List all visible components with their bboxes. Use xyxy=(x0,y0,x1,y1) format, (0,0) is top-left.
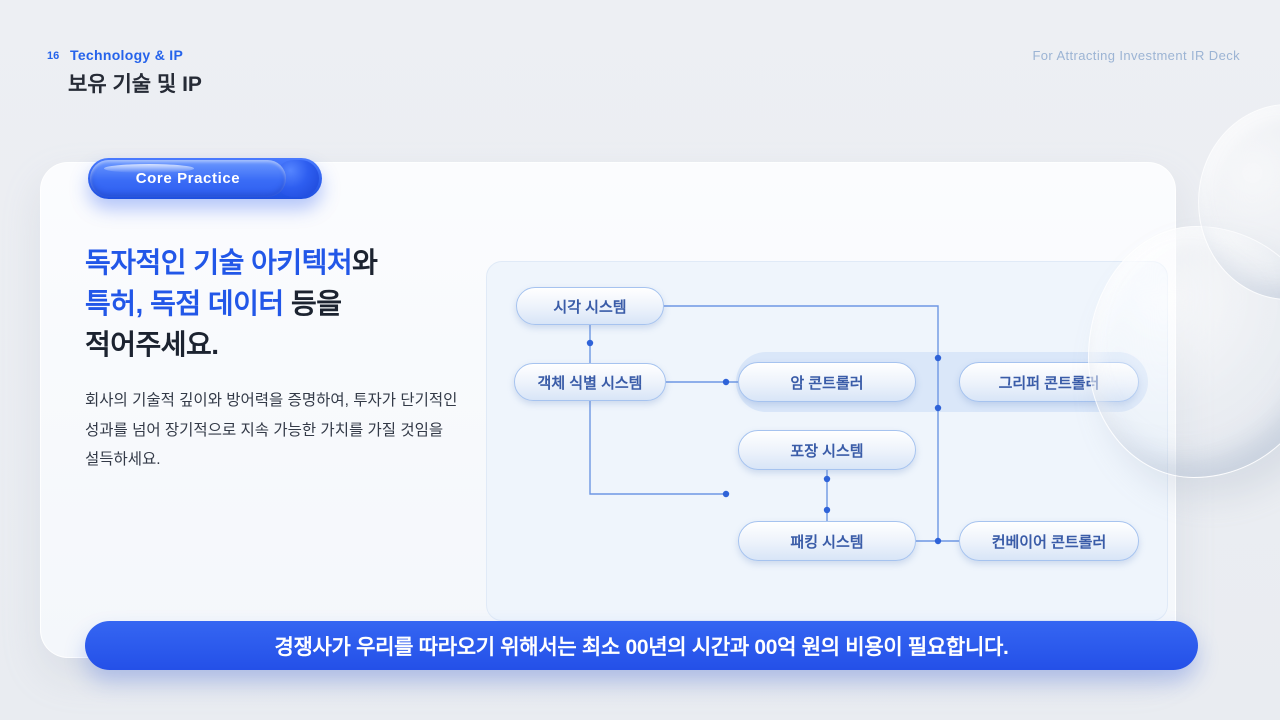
page-title: 보유 기술 및 IP xyxy=(68,73,202,96)
headline-rest-2: 등을 xyxy=(283,288,342,319)
node-packaging-system: 포장 시스템 xyxy=(738,430,916,470)
core-practice-badge: Core Practice xyxy=(88,158,322,199)
headline-rest-1: 와 xyxy=(352,247,378,278)
headline: 독자적인 기술 아키텍처와 특허, 독점 데이터 등을 적어주세요. xyxy=(85,242,378,365)
headline-line-2: 특허, 독점 데이터 등을 xyxy=(85,283,377,324)
section-eyebrow: Technology & IP xyxy=(70,47,184,63)
node-conveyor-controller: 컨베이어 콘트롤러 xyxy=(959,521,1139,561)
deck-label: For Attracting Investment IR Deck xyxy=(1032,48,1240,63)
headline-highlight-1: 독자적인 기술 아키텍처 xyxy=(85,247,353,278)
node-object-recognition-system: 객체 식별 시스템 xyxy=(514,363,666,401)
node-packing-system: 패킹 시스템 xyxy=(738,521,916,561)
bottom-banner-text: 경쟁사가 우리를 따라오기 위해서는 최소 00년의 시간과 00억 원의 비용… xyxy=(274,635,1009,659)
node-gripper-controller: 그리퍼 콘트롤러 xyxy=(959,362,1139,402)
bottom-banner: 경쟁사가 우리를 따라오기 위해서는 최소 00년의 시간과 00억 원의 비용… xyxy=(85,621,1198,670)
badge-label: Core Practice xyxy=(135,170,241,187)
badge-inner-pill: Core Practice xyxy=(90,160,286,197)
node-vision-system: 시각 시스템 xyxy=(516,287,664,325)
node-arm-controller: 암 콘트롤러 xyxy=(738,362,916,402)
headline-line-1: 독자적인 기술 아키텍처와 xyxy=(85,242,378,283)
glass-blob-small-decoration xyxy=(1198,104,1280,300)
headline-line-3: 적어주세요. xyxy=(85,329,219,360)
headline-highlight-2: 특허, 독점 데이터 xyxy=(85,288,284,319)
architecture-diagram: 시각 시스템 객체 식별 시스템 암 콘트롤러 그리퍼 콘트롤러 포장 시스템 … xyxy=(486,261,1168,621)
body-text: 회사의 기술적 깊이와 방어력을 증명하여, 투자가 단기적인 성과를 넘어 장… xyxy=(85,392,458,468)
page-number: 16 xyxy=(47,50,60,62)
badge-shine-decoration xyxy=(104,164,194,173)
